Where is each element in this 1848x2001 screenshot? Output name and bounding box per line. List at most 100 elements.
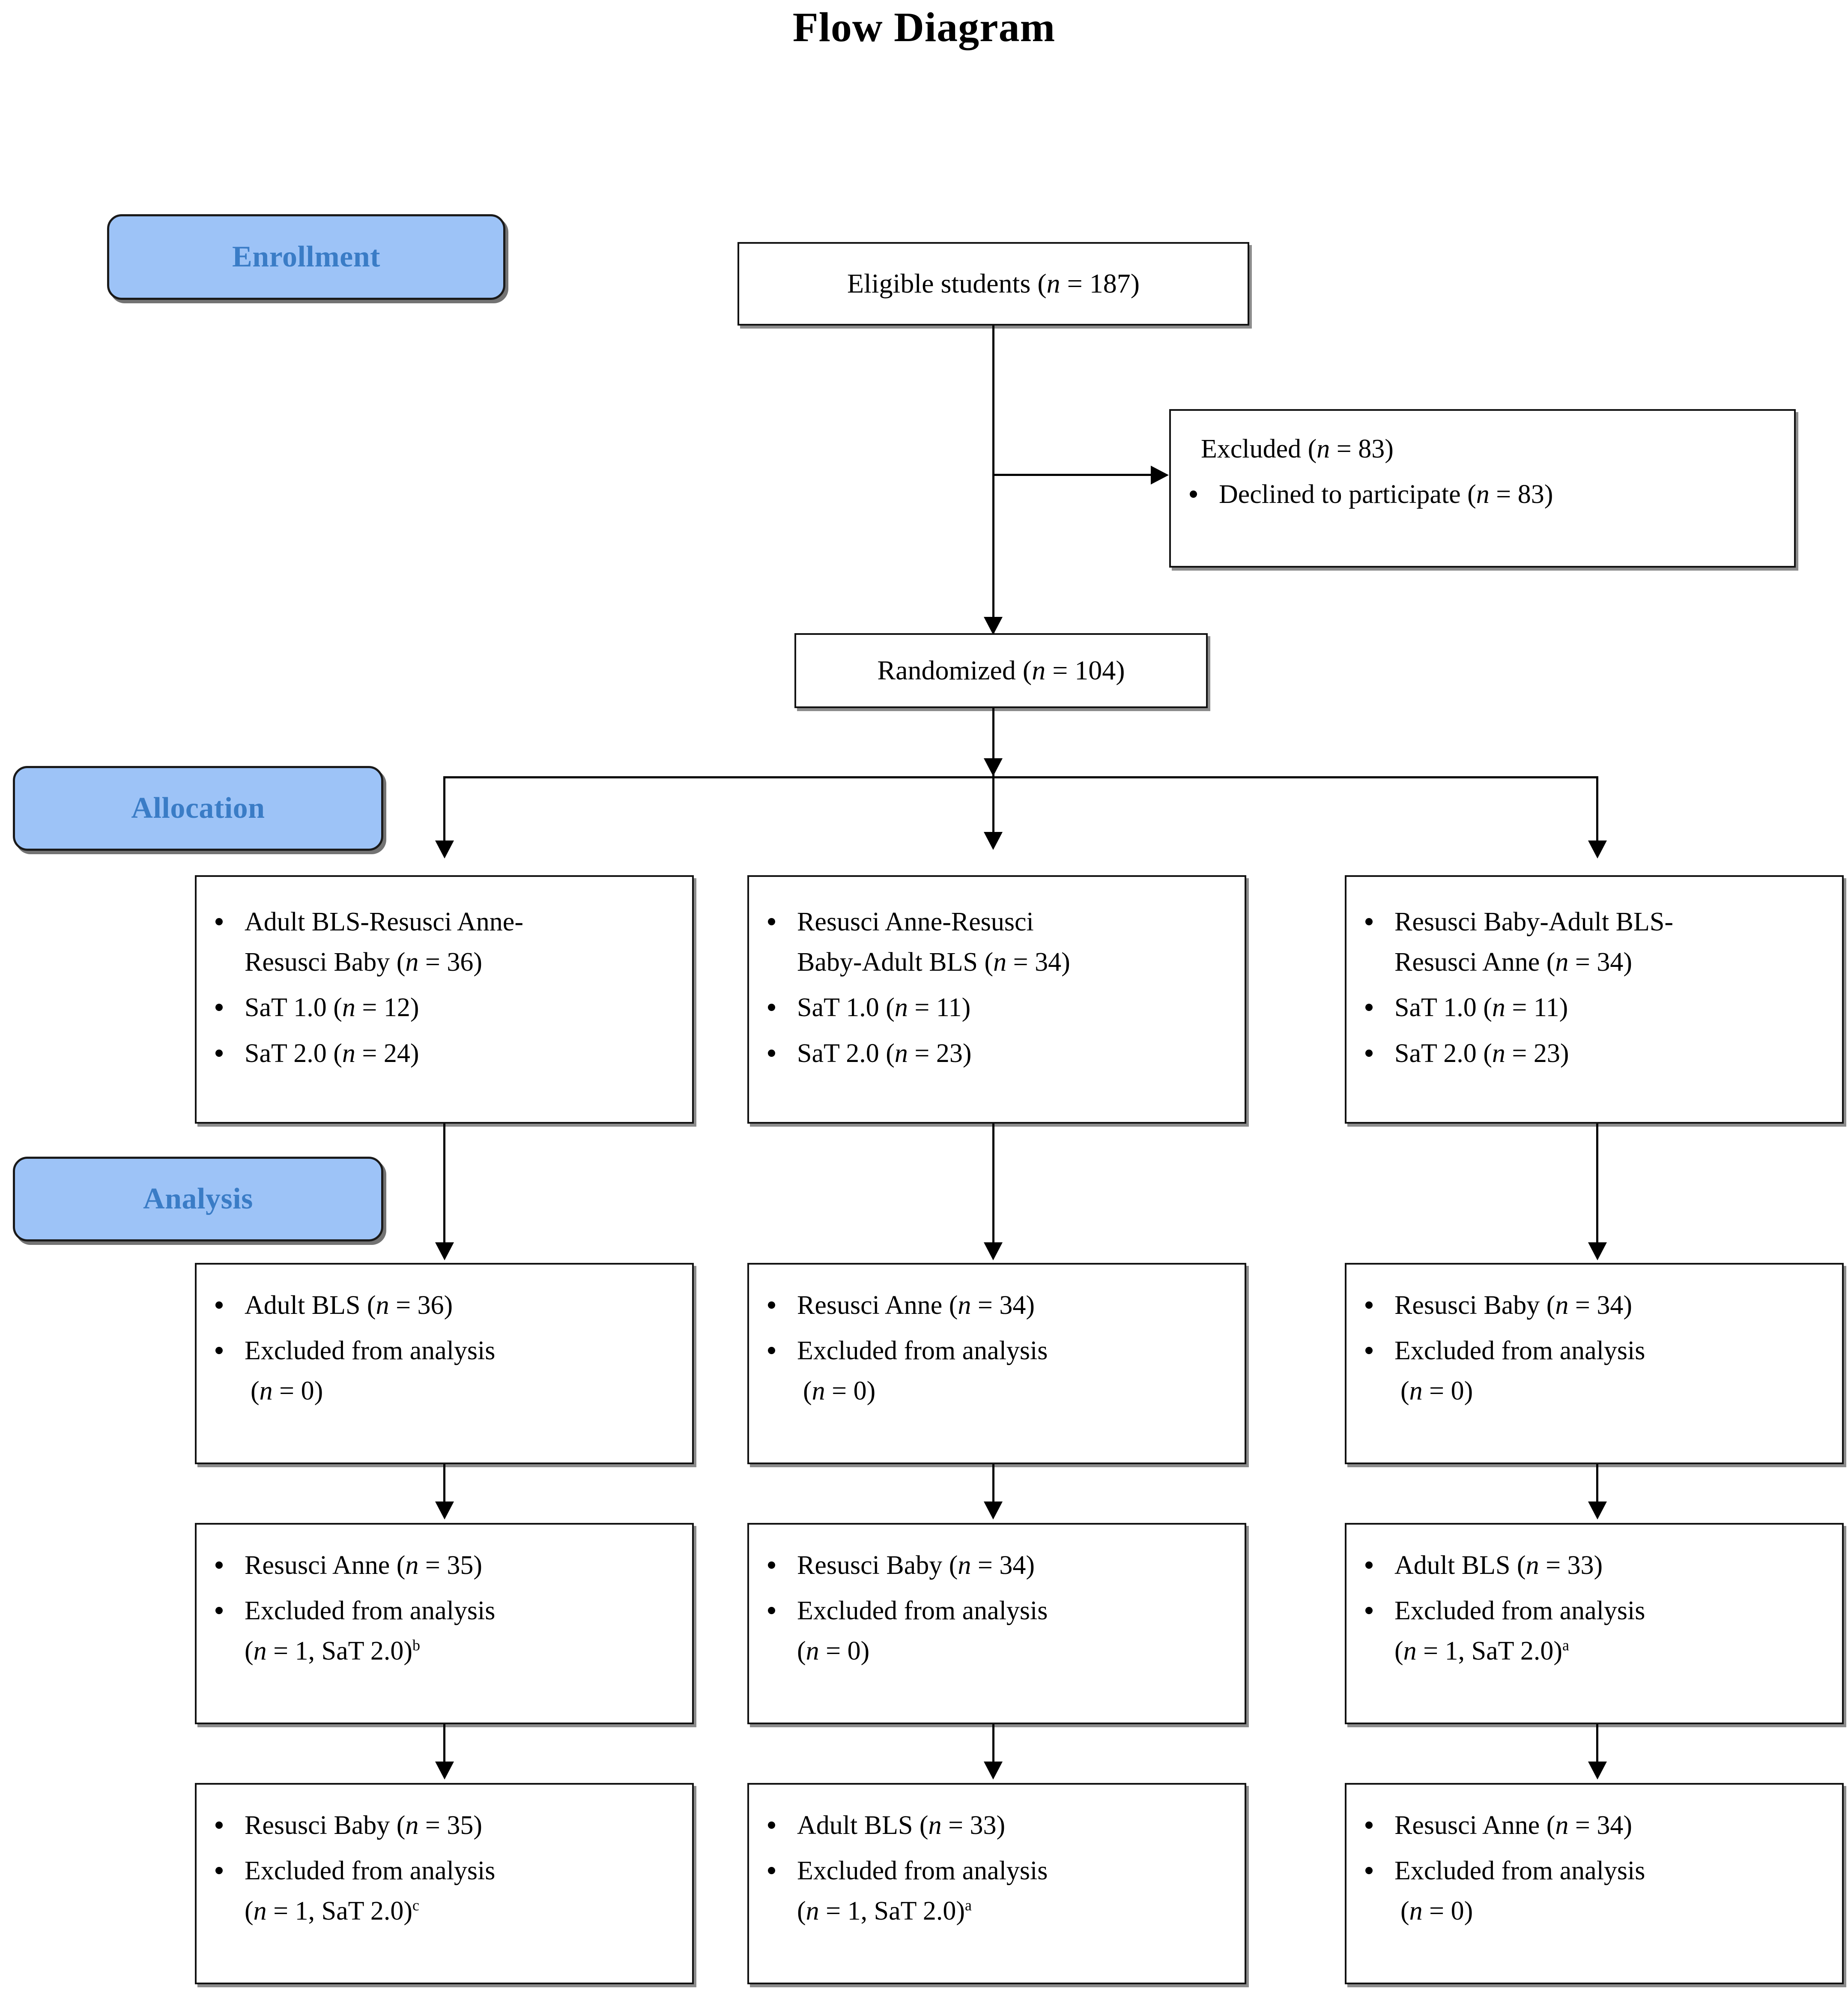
analysis-manikin-a-r1-c1: Adult BLS (n = 36) <box>197 1285 692 1325</box>
analysis-excluded-a-r1-c2: Excluded from analysis (n = 0) <box>749 1331 1245 1411</box>
allocation-box-arm-2: Resusci Anne-Resusci Baby-Adult BLS (n =… <box>747 875 1246 1124</box>
arrow-r2c2-to-r3c2 <box>984 1762 1003 1780</box>
analysis-excluded-a-r1-c1: Excluded from analysis (n = 0) <box>197 1331 692 1411</box>
allocation-sat10-arm-3: SaT 1.0 (n = 11) <box>1346 987 1842 1028</box>
analysis-excluded-label-a-r1-c3: Excluded from analysis <box>1394 1336 1645 1366</box>
connector-split-drop-3 <box>1596 776 1598 853</box>
node-randomized-text: Randomized (n = 104) <box>877 655 1125 686</box>
analysis-excluded-label-a-r1-c2: Excluded from analysis <box>797 1336 1048 1366</box>
analysis-footnote-a-r3-c2: a <box>965 1896 972 1914</box>
allocation-sat20-arm-2: SaT 2.0 (n = 23) <box>749 1033 1245 1074</box>
connector-eligible-down <box>992 326 994 634</box>
allocation-sat20-arm-3: SaT 2.0 (n = 23) <box>1346 1033 1842 1074</box>
arrow-to-randomized <box>984 617 1003 635</box>
analysis-manikin-a-r3-c2: Adult BLS (n = 33) <box>749 1805 1245 1845</box>
analysis-box-a-r3-c2: Adult BLS (n = 33) Excluded from analysi… <box>747 1783 1246 1984</box>
arrow-r1c2-to-r2c2 <box>984 1501 1003 1519</box>
connector-randomized-down <box>992 708 994 777</box>
analysis-excluded-label-a-r1-c1: Excluded from analysis <box>245 1336 496 1366</box>
allocation-sequence-arm-3-line1: Resusci Baby-Adult BLS- <box>1394 907 1673 936</box>
analysis-list-a-r3-c2: Adult BLS (n = 33) Excluded from analysi… <box>749 1785 1245 1932</box>
connector-allocation-split-bar <box>443 776 1598 778</box>
analysis-box-a-r2-c1: Resusci Anne (n = 35) Excluded from anal… <box>195 1523 694 1724</box>
allocation-sequence-arm-2-line2: Baby-Adult BLS (n = 34) <box>797 948 1070 977</box>
stage-label-enrollment: Enrollment <box>232 240 380 273</box>
analysis-footnote-a-r3-c1: c <box>412 1896 419 1914</box>
analysis-footnote-a-r2-c3: a <box>1562 1636 1569 1654</box>
connector-r1c1-to-r2c1 <box>443 1464 445 1507</box>
analysis-excluded-a-r2-c2: Excluded from analysis (n = 0) <box>749 1591 1245 1671</box>
analysis-list-a-r2-c2: Resusci Baby (n = 34) Excluded from anal… <box>749 1525 1245 1672</box>
analysis-manikin-a-r1-c2: Resusci Anne (n = 34) <box>749 1285 1245 1325</box>
node-excluded-list: Excluded (n = 83) Declined to participat… <box>1171 411 1794 514</box>
arrow-split-drop-1 <box>435 840 454 858</box>
analysis-list-a-r3-c3: Resusci Anne (n = 34) Excluded from anal… <box>1346 1785 1842 1932</box>
arrow-split-drop-3 <box>1588 840 1607 858</box>
allocation-sequence-arm-2: Resusci Anne-Resusci Baby-Adult BLS (n =… <box>749 902 1245 982</box>
analysis-excluded-count-a-r2-c3: (n = 1, SaT 2.0)a <box>1394 1636 1569 1666</box>
analysis-list-a-r1-c2: Resusci Anne (n = 34) Excluded from anal… <box>749 1265 1245 1412</box>
analysis-excluded-a-r1-c3: Excluded from analysis (n = 0) <box>1346 1331 1842 1411</box>
analysis-excluded-label-a-r2-c3: Excluded from analysis <box>1394 1596 1645 1626</box>
analysis-excluded-a-r2-c1: Excluded from analysis (n = 1, SaT 2.0)b <box>197 1591 692 1671</box>
connector-split-drop-2 <box>992 776 994 845</box>
connector-arm1-to-analysis-r1 <box>443 1124 445 1248</box>
analysis-list-a-r2-c3: Adult BLS (n = 33) Excluded from analysi… <box>1346 1525 1842 1672</box>
analysis-list-a-r1-c3: Resusci Baby (n = 34) Excluded from anal… <box>1346 1265 1842 1412</box>
analysis-excluded-count-a-r2-c1: (n = 1, SaT 2.0)b <box>245 1636 421 1666</box>
connector-r2c1-to-r3c1 <box>443 1724 445 1767</box>
analysis-excluded-a-r2-c3: Excluded from analysis (n = 1, SaT 2.0)a <box>1346 1591 1842 1671</box>
connector-split-drop-1 <box>443 776 445 853</box>
analysis-list-a-r2-c1: Resusci Anne (n = 35) Excluded from anal… <box>197 1525 692 1672</box>
analysis-excluded-count-a-r3-c2: (n = 1, SaT 2.0)a <box>797 1896 972 1926</box>
analysis-list-a-r1-c1: Adult BLS (n = 36) Excluded from analysi… <box>197 1265 692 1412</box>
node-excluded-item-declined: Declined to participate (n = 83) <box>1171 474 1794 514</box>
allocation-list-arm-3: Resusci Baby-Adult BLS- Resusci Anne (n … <box>1346 877 1842 1074</box>
analysis-excluded-label-a-r2-c1: Excluded from analysis <box>245 1596 496 1626</box>
connector-r1c2-to-r2c2 <box>992 1464 994 1507</box>
analysis-excluded-count-a-r2-c2: (n = 0) <box>797 1636 870 1666</box>
analysis-excluded-count-a-r3-c1: (n = 1, SaT 2.0)c <box>245 1896 419 1926</box>
connector-to-excluded <box>992 474 1151 476</box>
connector-arm2-to-analysis-r1 <box>992 1124 994 1248</box>
analysis-excluded-label-a-r3-c1: Excluded from analysis <box>245 1856 496 1886</box>
analysis-excluded-a-r3-c2: Excluded from analysis (n = 1, SaT 2.0)a <box>749 1851 1245 1931</box>
arrow-r2c3-to-r3c3 <box>1588 1762 1607 1780</box>
analysis-box-a-r1-c2: Resusci Anne (n = 34) Excluded from anal… <box>747 1263 1246 1464</box>
analysis-box-a-r3-c1: Resusci Baby (n = 35) Excluded from anal… <box>195 1783 694 1984</box>
analysis-footnote-a-r2-c1: b <box>412 1636 421 1654</box>
analysis-excluded-count-a-r1-c1: (n = 0) <box>251 1376 323 1406</box>
page-title: Flow Diagram <box>792 4 1056 51</box>
analysis-box-a-r2-c2: Resusci Baby (n = 34) Excluded from anal… <box>747 1523 1246 1724</box>
stage-badge-allocation: Allocation <box>13 766 383 851</box>
node-eligible-students: Eligible students (n = 187) <box>737 242 1249 326</box>
stage-badge-analysis: Analysis <box>13 1157 383 1241</box>
analysis-excluded-label-a-r2-c2: Excluded from analysis <box>797 1596 1048 1626</box>
allocation-sat20-arm-1: SaT 2.0 (n = 24) <box>197 1033 692 1074</box>
allocation-sequence-arm-3: Resusci Baby-Adult BLS- Resusci Anne (n … <box>1346 902 1842 982</box>
analysis-excluded-label-a-r3-c2: Excluded from analysis <box>797 1856 1048 1886</box>
analysis-excluded-a-r3-c3: Excluded from analysis (n = 0) <box>1346 1851 1842 1931</box>
node-excluded-heading: Excluded (n = 83) <box>1201 434 1394 464</box>
connector-r2c3-to-r3c3 <box>1596 1724 1598 1767</box>
arrow-randomized-down <box>984 758 1003 776</box>
analysis-manikin-a-r2-c2: Resusci Baby (n = 34) <box>749 1545 1245 1585</box>
arrow-split-drop-2 <box>984 832 1003 850</box>
allocation-box-arm-1: Adult BLS-Resusci Anne- Resusci Baby (n … <box>195 875 694 1124</box>
arrow-to-excluded <box>1151 466 1169 485</box>
analysis-box-a-r3-c3: Resusci Anne (n = 34) Excluded from anal… <box>1345 1783 1844 1984</box>
analysis-manikin-a-r2-c3: Adult BLS (n = 33) <box>1346 1545 1842 1585</box>
arrow-r1c3-to-r2c3 <box>1588 1501 1607 1519</box>
analysis-box-a-r1-c1: Adult BLS (n = 36) Excluded from analysi… <box>195 1263 694 1464</box>
connector-arm3-to-analysis-r1 <box>1596 1124 1598 1248</box>
analysis-box-a-r2-c3: Adult BLS (n = 33) Excluded from analysi… <box>1345 1523 1844 1724</box>
allocation-sequence-arm-1: Adult BLS-Resusci Anne- Resusci Baby (n … <box>197 902 692 982</box>
arrow-arm1-to-analysis-r1 <box>435 1242 454 1260</box>
analysis-box-a-r1-c3: Resusci Baby (n = 34) Excluded from anal… <box>1345 1263 1844 1464</box>
allocation-list-arm-1: Adult BLS-Resusci Anne- Resusci Baby (n … <box>197 877 692 1074</box>
node-excluded: Excluded (n = 83) Declined to participat… <box>1169 409 1796 568</box>
analysis-excluded-a-r3-c1: Excluded from analysis (n = 1, SaT 2.0)c <box>197 1851 692 1931</box>
analysis-excluded-count-a-r1-c2: (n = 0) <box>803 1376 876 1406</box>
allocation-sat10-arm-2: SaT 1.0 (n = 11) <box>749 987 1245 1028</box>
allocation-sequence-arm-1-line2: Resusci Baby (n = 36) <box>245 948 483 977</box>
